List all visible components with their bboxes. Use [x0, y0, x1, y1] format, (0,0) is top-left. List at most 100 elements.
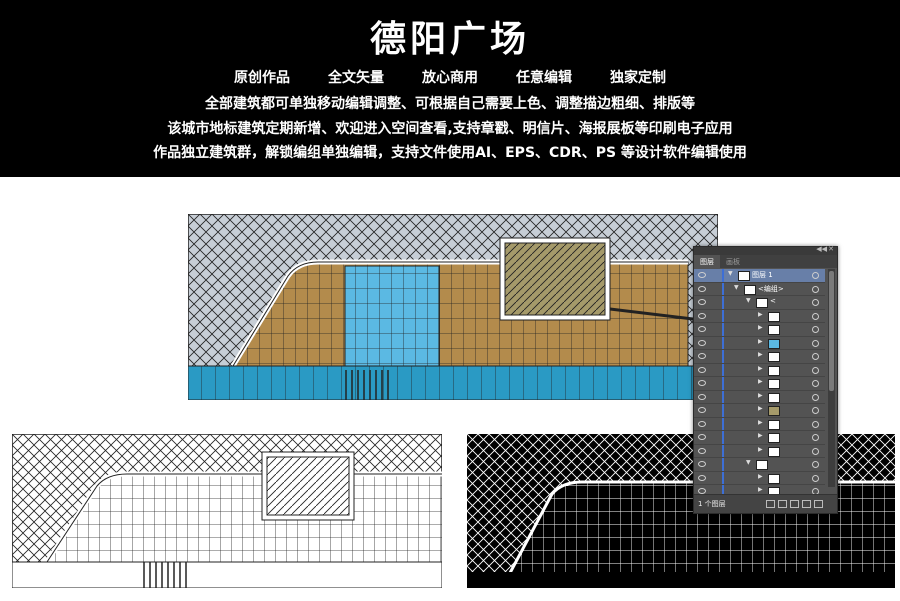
visibility-eye-icon[interactable] — [698, 461, 706, 467]
target-circle-icon[interactable] — [812, 285, 819, 293]
expand-triangle-icon[interactable]: ▶ — [758, 486, 763, 493]
expand-triangle-icon[interactable]: ▶ — [758, 364, 763, 372]
layer-row[interactable]: ▼ < — [694, 296, 825, 310]
layer-thumbnail — [768, 379, 780, 389]
expand-triangle-icon[interactable]: ▼ — [746, 297, 751, 304]
target-circle-icon[interactable] — [812, 353, 819, 360]
panel-footer: 1 个图层 — [694, 494, 837, 513]
visibility-eye-icon[interactable] — [698, 299, 706, 305]
visibility-eye-icon[interactable] — [698, 339, 706, 346]
expand-triangle-icon[interactable]: ▶ — [758, 391, 763, 399]
locate-object-icon[interactable] — [778, 500, 787, 508]
expand-triangle-icon[interactable]: ▶ — [758, 310, 763, 318]
target-circle-icon[interactable] — [812, 447, 819, 455]
visibility-eye-icon[interactable] — [698, 420, 706, 427]
panel-titlebar[interactable]: ◀◀ ✕ — [694, 245, 837, 255]
expand-triangle-icon[interactable]: ▼ — [734, 283, 739, 291]
visibility-eye-icon[interactable] — [698, 312, 706, 319]
layer-row[interactable]: ▼ — [694, 458, 825, 472]
expand-triangle-icon[interactable]: ▶ — [758, 405, 763, 412]
target-circle-icon[interactable] — [812, 299, 819, 306]
layer-name[interactable]: 图层 1 — [752, 271, 773, 279]
collect-export-icon[interactable] — [766, 500, 775, 508]
layer-thumbnail — [756, 298, 768, 308]
visibility-eye-icon[interactable] — [698, 407, 706, 413]
layer-row[interactable]: ▶ — [694, 350, 825, 364]
expand-triangle-icon[interactable]: ▶ — [758, 418, 763, 426]
trash-icon[interactable] — [814, 500, 823, 508]
expand-triangle-icon[interactable]: ▶ — [758, 472, 763, 480]
visibility-eye-icon[interactable] — [698, 353, 706, 359]
new-sublayer-icon[interactable] — [802, 500, 811, 508]
target-circle-icon[interactable] — [812, 474, 819, 482]
scrollbar-thumb[interactable] — [829, 271, 834, 391]
feature-item: 放心商用 — [422, 70, 478, 86]
target-circle-icon[interactable] — [812, 366, 819, 374]
target-circle-icon[interactable] — [812, 312, 819, 320]
target-circle-icon[interactable] — [812, 407, 819, 414]
expand-triangle-icon[interactable]: ▶ — [758, 324, 763, 331]
feature-item: 原创作品 — [234, 70, 290, 86]
layer-row[interactable]: ▶ — [694, 336, 825, 350]
tab-artboards[interactable]: 画板 — [726, 258, 740, 266]
colored-building-illustration — [188, 214, 718, 400]
layer-thumbnail — [768, 406, 780, 416]
layer-row[interactable]: ▶ — [694, 377, 825, 391]
panel-scrollbar[interactable] — [828, 269, 835, 487]
target-circle-icon[interactable] — [812, 393, 819, 401]
target-circle-icon[interactable] — [812, 326, 819, 333]
expand-triangle-icon[interactable]: ▶ — [758, 432, 763, 439]
target-circle-icon[interactable] — [812, 461, 819, 468]
target-circle-icon[interactable] — [812, 272, 819, 279]
visibility-eye-icon[interactable] — [698, 366, 706, 373]
visibility-eye-icon[interactable] — [698, 393, 706, 400]
target-circle-icon[interactable] — [812, 380, 819, 387]
collapse-icon[interactable]: ◀◀ — [816, 245, 827, 253]
layer-row[interactable]: ▶ — [694, 404, 825, 418]
selection-color-bar — [722, 431, 724, 444]
visibility-eye-icon[interactable] — [698, 447, 706, 454]
feature-item: 独家定制 — [610, 70, 666, 86]
selection-color-bar — [722, 296, 724, 309]
subgroup-name[interactable]: < — [770, 297, 776, 305]
layer-thumbnail — [744, 284, 756, 295]
layer-row[interactable]: ▶ — [694, 431, 825, 445]
layer-row[interactable]: ▼ <编组> — [694, 282, 825, 296]
target-circle-icon[interactable] — [812, 434, 819, 441]
expand-triangle-icon[interactable]: ▶ — [758, 445, 763, 453]
visibility-eye-icon[interactable] — [698, 285, 706, 292]
expand-triangle-icon[interactable]: ▶ — [758, 351, 763, 358]
close-icon[interactable]: ✕ — [828, 245, 834, 253]
layer-row[interactable]: ▶ — [694, 323, 825, 337]
expand-triangle-icon[interactable]: ▶ — [758, 378, 763, 385]
visibility-eye-icon[interactable] — [698, 326, 706, 332]
expand-triangle-icon[interactable]: ▶ — [758, 337, 763, 345]
visibility-eye-icon[interactable] — [698, 272, 706, 278]
description-line-1: 全部建筑都可单独移动编辑调整、可根据自己需要上色、调整描边粗细、排版等 — [205, 96, 695, 112]
description-line-3: 作品独立建筑群，解锁编组单独编辑，支持文件使用AI、EPS、CDR、PS 等设计… — [153, 145, 747, 161]
visibility-eye-icon[interactable] — [698, 488, 706, 494]
expand-triangle-icon[interactable]: ▼ — [746, 459, 751, 466]
selection-color-bar — [722, 404, 724, 417]
layers-panel[interactable]: ◀◀ ✕ 图层 画板 ▼ 图层 1 ▼ <编组> ▼ < — [693, 245, 838, 514]
line-drawing-illustration — [12, 434, 442, 588]
visibility-eye-icon[interactable] — [698, 474, 706, 481]
visibility-eye-icon[interactable] — [698, 380, 706, 386]
target-circle-icon[interactable] — [812, 420, 819, 428]
group-name[interactable]: <编组> — [758, 284, 784, 293]
layer-row[interactable]: ▶ — [694, 471, 825, 485]
clipping-mask-icon[interactable] — [790, 500, 799, 508]
selection-color-bar — [722, 390, 724, 403]
selection-color-bar — [722, 269, 724, 282]
layer-row[interactable]: ▶ — [694, 309, 825, 323]
layer-row[interactable]: ▶ — [694, 444, 825, 458]
layer-row[interactable]: ▶ — [694, 363, 825, 377]
expand-triangle-icon[interactable]: ▼ — [728, 270, 733, 277]
layer-row[interactable]: ▼ 图层 1 — [694, 269, 825, 283]
visibility-eye-icon[interactable] — [698, 434, 706, 440]
layer-row[interactable]: ▶ — [694, 390, 825, 404]
tab-layers[interactable]: 图层 — [694, 255, 720, 268]
selection-color-bar — [722, 471, 724, 484]
target-circle-icon[interactable] — [812, 339, 819, 347]
layer-row[interactable]: ▶ — [694, 417, 825, 431]
